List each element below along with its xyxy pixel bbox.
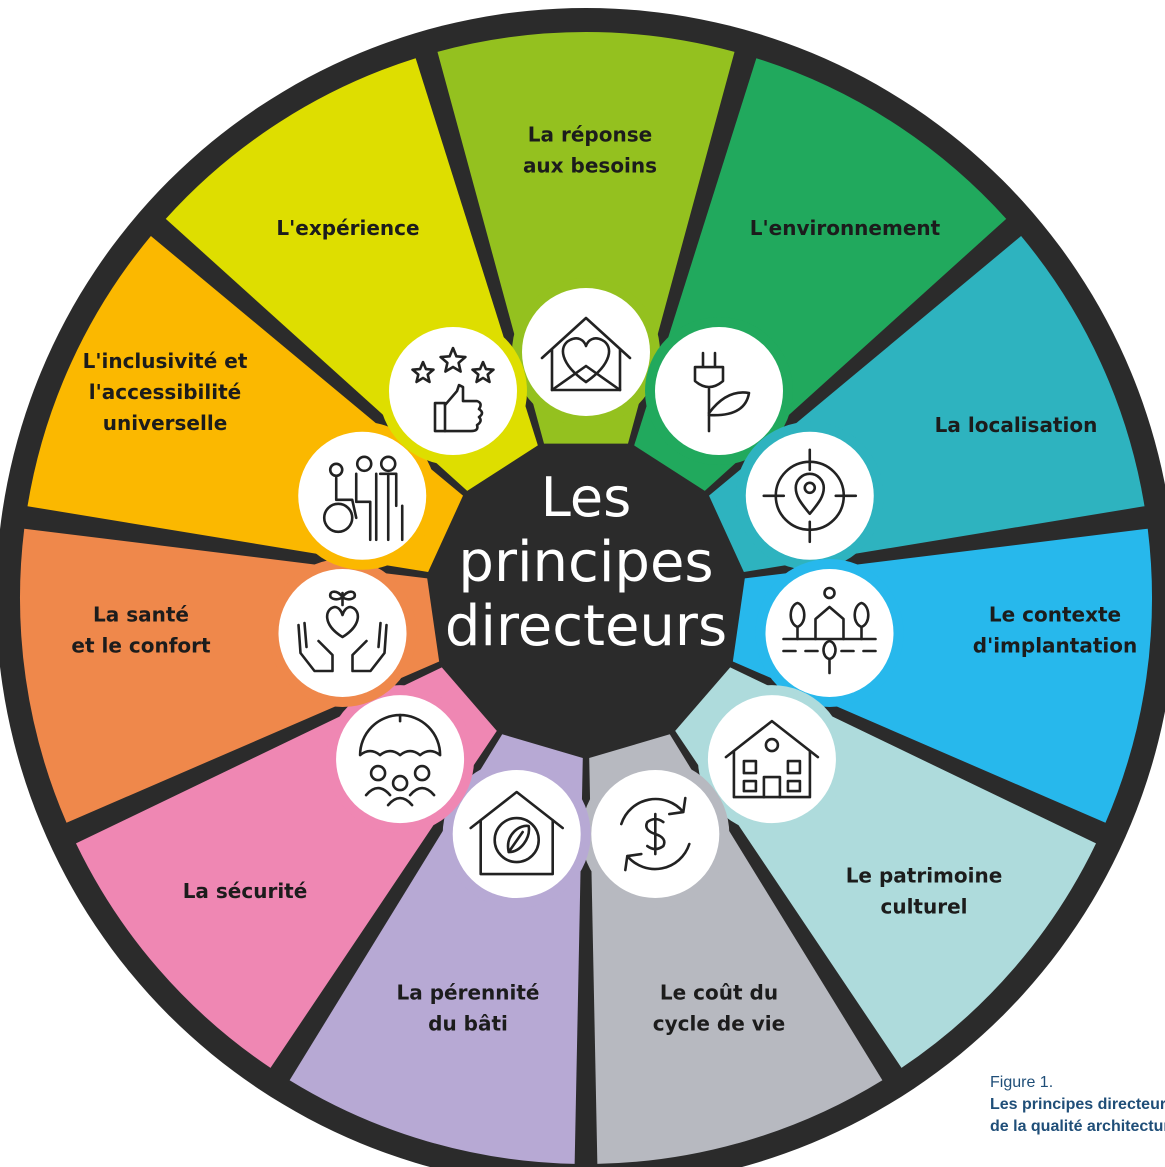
label-experience-line1: L'expérience bbox=[276, 216, 419, 240]
figure-caption-line2: de la qualité architecturale bbox=[990, 1118, 1165, 1135]
umbrella-people-icon bbox=[336, 695, 465, 824]
label-localisation-line1: La localisation bbox=[935, 413, 1098, 437]
label-perennite-line1: La pérennité bbox=[397, 981, 540, 1005]
center-title: Les principes directeurs bbox=[445, 466, 727, 659]
label-environnement-line1: L'environnement bbox=[750, 216, 941, 240]
label-securite-line1: La sécurité bbox=[183, 879, 308, 903]
plug-plant-icon bbox=[654, 327, 783, 456]
center-title-line3: directeurs bbox=[445, 594, 727, 659]
center-title-line2: principes bbox=[458, 530, 713, 595]
label-cout-line1: Le coût du bbox=[660, 981, 778, 1005]
label-contexte-line2: d'implantation bbox=[973, 634, 1138, 658]
house-heart-icon bbox=[522, 288, 650, 416]
center-title-line1: Les bbox=[541, 466, 632, 529]
historic-building-icon bbox=[707, 695, 836, 824]
house-leaf-icon bbox=[452, 770, 581, 899]
location-target-icon bbox=[745, 431, 874, 560]
label-cout-line2: cycle de vie bbox=[653, 1012, 785, 1036]
figure-number: Figure 1. bbox=[990, 1074, 1054, 1091]
label-patrimoine-line2: culturel bbox=[880, 895, 967, 919]
label-inclusivite-line1: L'inclusivité et bbox=[83, 349, 248, 373]
label-patrimoine-line1: Le patrimoine bbox=[846, 864, 1003, 888]
figure-caption-line1: Les principes directeurs bbox=[990, 1096, 1165, 1113]
accessibility-people-icon bbox=[298, 431, 427, 560]
landscape-trees-icon bbox=[765, 569, 894, 698]
segment-reponse bbox=[437, 32, 735, 444]
label-contexte-line1: Le contexte bbox=[989, 603, 1121, 627]
hands-heart-icon bbox=[278, 569, 407, 698]
dollar-cycle-icon bbox=[591, 770, 720, 899]
label-inclusivite-line3: universelle bbox=[103, 411, 228, 435]
label-reponse-line2: aux besoins bbox=[523, 154, 657, 178]
figure-caption: Figure 1. Les principes directeurs de la… bbox=[990, 1072, 1165, 1138]
wheel-icons bbox=[278, 288, 894, 899]
label-perennite-line2: du bâti bbox=[428, 1012, 508, 1036]
label-sante-line2: et le confort bbox=[71, 634, 211, 658]
label-reponse-line1: La réponse bbox=[528, 123, 652, 147]
label-sante-line1: La santé bbox=[93, 603, 189, 627]
stars-thumbsup-icon bbox=[389, 327, 518, 456]
label-inclusivite-line2: l'accessibilité bbox=[89, 380, 241, 404]
